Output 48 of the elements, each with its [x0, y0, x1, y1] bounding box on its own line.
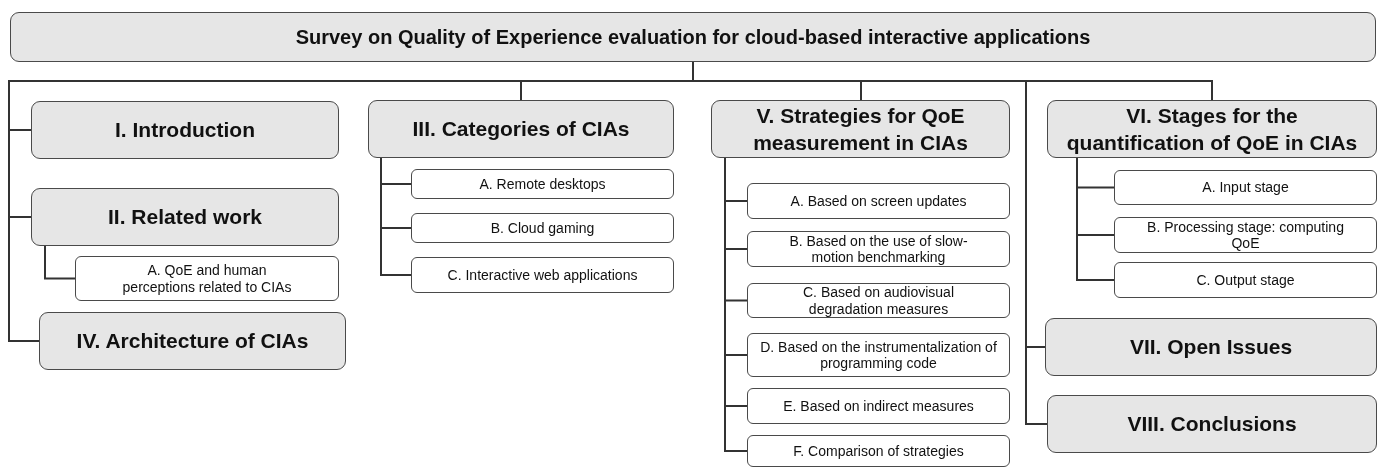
connector-line: [44, 245, 76, 280]
subsection-box: [1114, 262, 1377, 298]
box-label: C. Output stage: [1196, 271, 1295, 289]
box-label: V. Strategies for QoE measurement in CIAs: [752, 102, 969, 156]
box-label: B. Based on the use of slow-motion benchmarking: [788, 232, 969, 266]
connector-line: [724, 157, 748, 452]
box-label: D. Based on the instrumentalization of programming code: [759, 338, 998, 372]
box-label: Survey on Quality of Experience evaluation for cloud-based interactive applications: [295, 25, 1091, 50]
subsection-box: [747, 183, 1010, 219]
title-box: [10, 12, 1376, 62]
subsection-box: [75, 256, 339, 301]
subsection-box: [747, 283, 1010, 318]
subsection-box: [1114, 217, 1377, 253]
section-box: [368, 100, 674, 158]
subsection-box: [411, 169, 674, 199]
box-label: B. Cloud gaming: [490, 219, 595, 237]
subsection-box: [747, 388, 1010, 424]
box-label: I. Introduction: [115, 117, 255, 144]
subsection-box: [747, 333, 1010, 377]
subsection-box: [747, 231, 1010, 267]
box-label: E. Based on indirect measures: [783, 397, 974, 415]
box-label: F. Comparison of strategies: [793, 442, 964, 460]
box-label: VI. Stages for the quantification of QoE in CIAs: [1065, 102, 1359, 156]
box-label: C. Interactive web applications: [447, 266, 638, 284]
section-box: [1045, 318, 1377, 376]
box-label: III. Categories of CIAs: [412, 116, 630, 143]
subsection-box: [747, 435, 1010, 467]
section-box: [39, 312, 346, 370]
box-label: A. Remote desktops: [479, 175, 606, 193]
section-box: [31, 188, 339, 246]
box-label: VII. Open Issues: [1129, 334, 1293, 361]
connector-line: [380, 157, 412, 276]
subsection-box: [411, 213, 674, 243]
subsection-box: [1114, 170, 1377, 205]
box-label: B. Processing stage: computing QoE: [1146, 218, 1345, 252]
box-label: C. Based on audiovisual degradation measures: [802, 284, 955, 317]
subsection-box: [411, 257, 674, 293]
box-label: A. QoE and human perceptions related to CIAs: [121, 262, 293, 295]
section-box: [1047, 100, 1377, 158]
box-label: VIII. Conclusions: [1127, 411, 1297, 438]
section-box: [711, 100, 1010, 158]
box-label: II. Related work: [107, 204, 262, 231]
section-box: [1047, 395, 1377, 453]
section-box: [31, 101, 339, 159]
box-label: IV. Architecture of CIAs: [76, 328, 309, 355]
box-label: A. Input stage: [1202, 179, 1289, 196]
connector-line: [1076, 157, 1115, 281]
box-label: A. Based on screen updates: [790, 192, 967, 210]
